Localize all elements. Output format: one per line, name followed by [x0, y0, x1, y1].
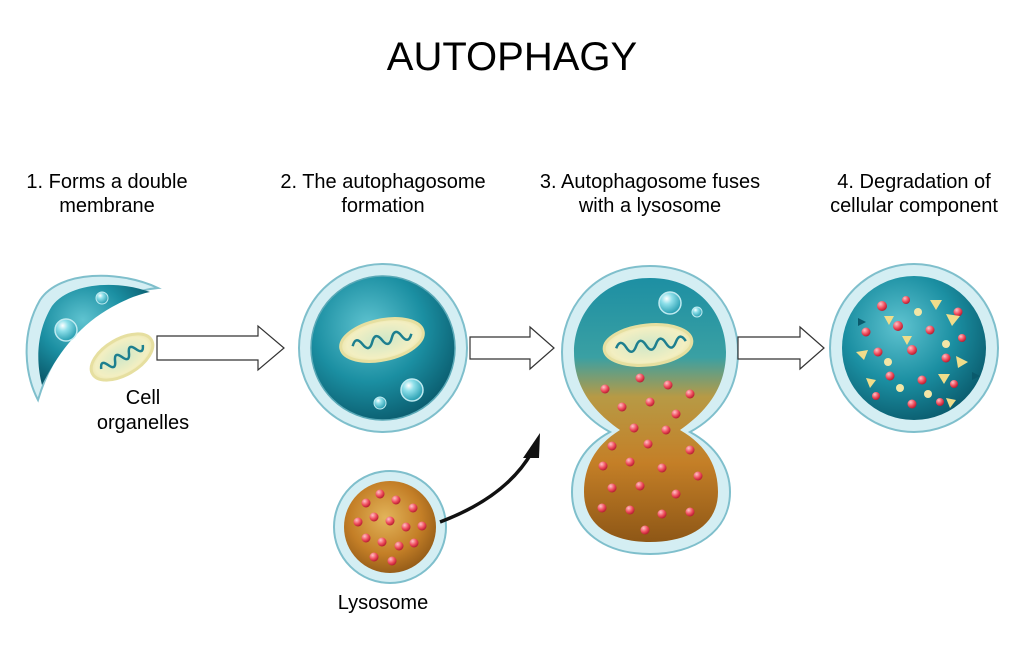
step-4-caption-line2: cellular component — [830, 195, 998, 217]
arrowhead-icon — [523, 433, 540, 458]
degradation-vesicle — [829, 263, 999, 433]
lysosome — [333, 470, 447, 584]
degraded-fragments — [856, 296, 980, 409]
step-2-caption-line2: formation — [341, 195, 424, 217]
mitochondrion-icon — [602, 323, 694, 367]
arrow-right-icon — [737, 325, 825, 371]
vesicle-icon — [373, 396, 387, 410]
organelles-label-line1: Cell — [126, 387, 160, 409]
autolysosome — [560, 264, 740, 556]
vesicle-icon — [400, 378, 424, 402]
step-3-caption-line1: 3. Autophagosome fuses — [540, 171, 760, 193]
organelles-label-line2: organelles — [97, 412, 189, 434]
vesicle-icon — [54, 318, 78, 342]
enzyme-dots — [353, 489, 427, 566]
step-3-caption-line2: with a lysosome — [578, 195, 721, 217]
page-title: AUTOPHAGY — [387, 35, 637, 79]
step-2-caption-line1: 2. The autophagosome — [280, 171, 485, 193]
mitochondrion-icon — [339, 317, 425, 363]
double-membrane-crescent — [25, 274, 162, 403]
vesicle-icon — [658, 291, 682, 315]
curved-arrow-icon — [439, 451, 534, 524]
enzyme-dots — [597, 373, 703, 535]
mitochondrion-icon — [89, 332, 155, 382]
arrow-right-icon — [469, 325, 555, 371]
vesicle-icon — [691, 306, 703, 318]
step-4-caption-line1: 4. Degradation of — [837, 171, 991, 193]
arrow-right-icon — [156, 324, 285, 372]
lysosome-label: Lysosome — [338, 592, 428, 614]
step-1-caption-line2: membrane — [59, 195, 155, 217]
vesicle-icon — [95, 291, 109, 305]
step-1-caption-line1: 1. Forms a double — [26, 171, 187, 193]
